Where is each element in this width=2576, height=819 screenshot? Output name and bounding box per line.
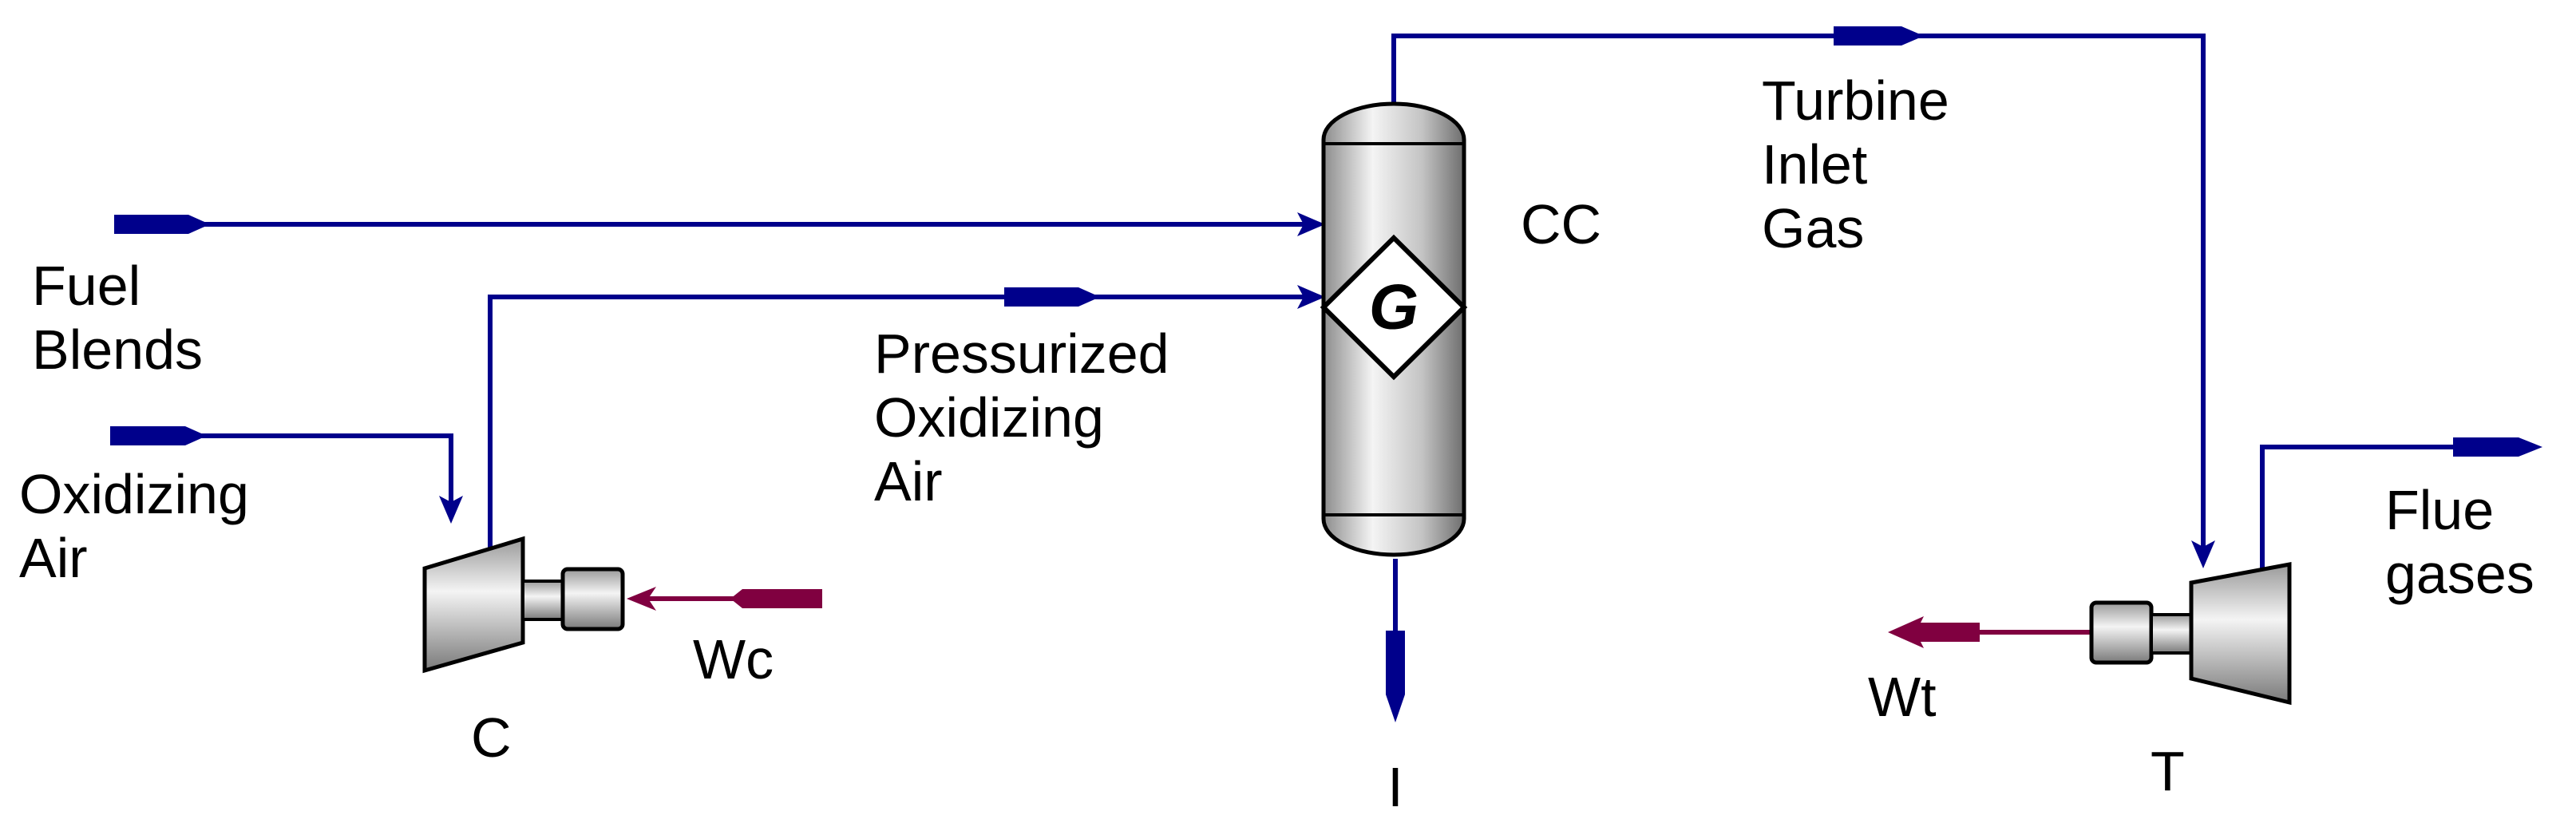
air-stream[interactable] — [110, 426, 463, 524]
pressurized-air-label-line3: Air — [874, 450, 943, 512]
reactor-symbol: G — [1369, 271, 1419, 342]
bottom-outlet-label: I — [1387, 756, 1403, 818]
pressurized-air-label-line2: Oxidizing — [874, 386, 1104, 449]
flue-label-line1: Flue — [2385, 479, 2494, 541]
turbine-inlet-label-line3: Gas — [1762, 197, 1864, 259]
compressor-icon — [422, 536, 625, 674]
pressurized-air-label-line1: Pressurized — [874, 322, 1169, 385]
turbine-inlet-label-line2: Inlet — [1762, 133, 1867, 196]
turbine-label: T — [2151, 740, 2185, 802]
cc-label: CC — [1521, 193, 1601, 255]
air-label-line1: Oxidizing — [19, 463, 249, 525]
wt-label: Wt — [1868, 666, 1937, 728]
fuel-label-line2: Blends — [32, 318, 203, 381]
bottom-outlet-stream[interactable] — [1386, 559, 1405, 722]
fuel-stream[interactable] — [114, 212, 1325, 236]
compressor-work-stream[interactable] — [627, 587, 822, 611]
fuel-label-line1: Fuel — [32, 255, 140, 317]
compressor[interactable] — [422, 536, 625, 674]
wc-label: Wc — [693, 628, 774, 690]
flue-label-line2: gases — [2385, 543, 2534, 605]
compressor-label: C — [471, 706, 512, 769]
turbine-inlet-label-line1: Turbine — [1762, 69, 1949, 132]
turbine-icon — [2089, 561, 2292, 706]
turbine-inlet-stream[interactable] — [1391, 26, 2215, 568]
pressurized-air-stream[interactable] — [488, 285, 1325, 551]
turbine[interactable] — [2089, 561, 2292, 706]
air-label-line2: Air — [19, 527, 88, 589]
turbine-work-stream[interactable] — [1888, 616, 2091, 648]
flue-gas-stream[interactable] — [2260, 437, 2542, 583]
combustion-chamber[interactable]: G — [1320, 101, 1468, 557]
gibbs-reactor-icon: G — [1320, 101, 1468, 557]
